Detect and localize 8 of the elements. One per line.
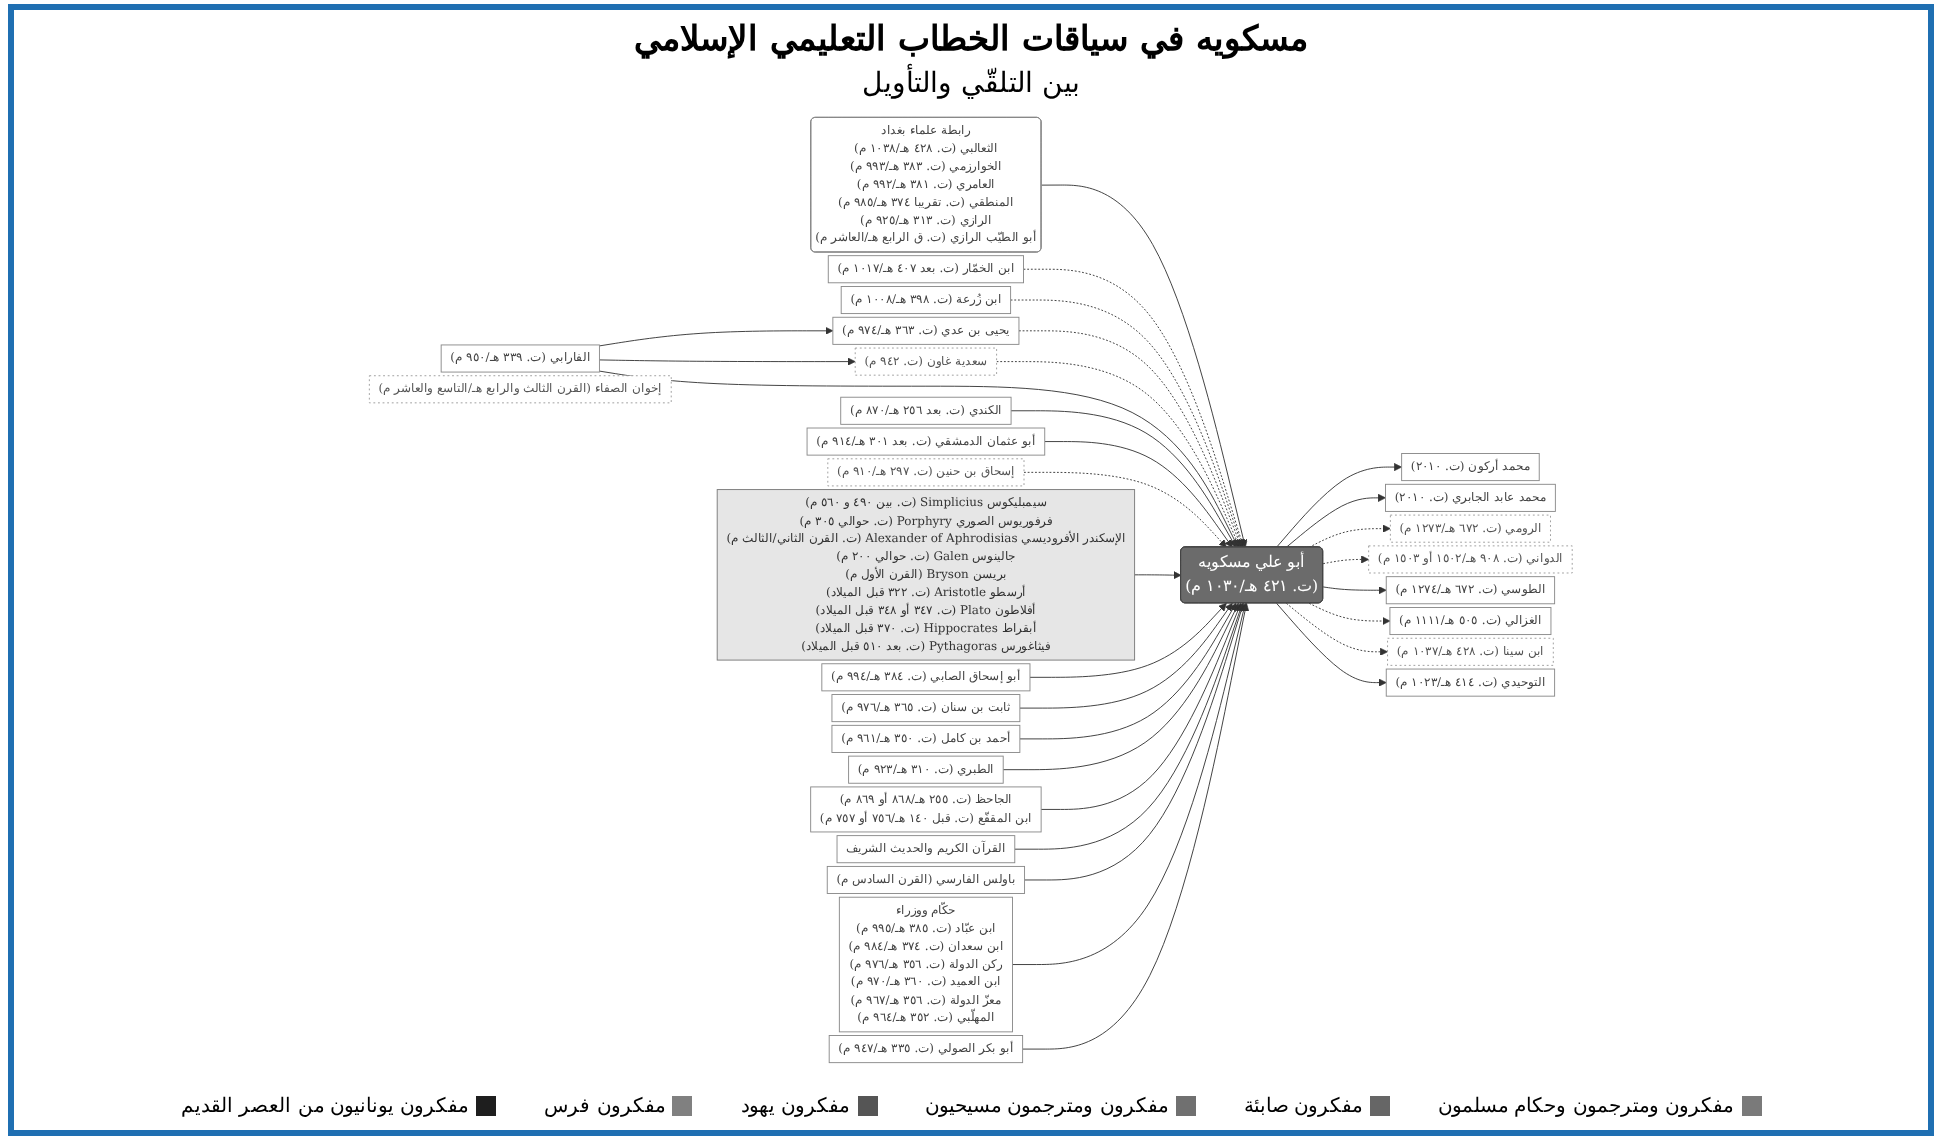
legend-label: مفكرون فرس xyxy=(544,1094,665,1118)
legend-label: مفكرون يونانيون من العصر القديم xyxy=(180,1094,469,1118)
legend-label: مفكرون ومترجمون مسيحيون xyxy=(925,1094,1168,1118)
legend-label: مفكرون صابئة xyxy=(1243,1094,1363,1118)
diagram-title: مسكويه في سياقات الخطاب التعليمي الإسلامي xyxy=(634,18,1308,60)
subtitle-text: بين التلقّي والتأويل xyxy=(862,66,1080,100)
legend-label: مفكرون يهود xyxy=(740,1094,849,1118)
legend-label: مفكرون ومترجمون وحكام مسلمون xyxy=(1438,1094,1734,1118)
